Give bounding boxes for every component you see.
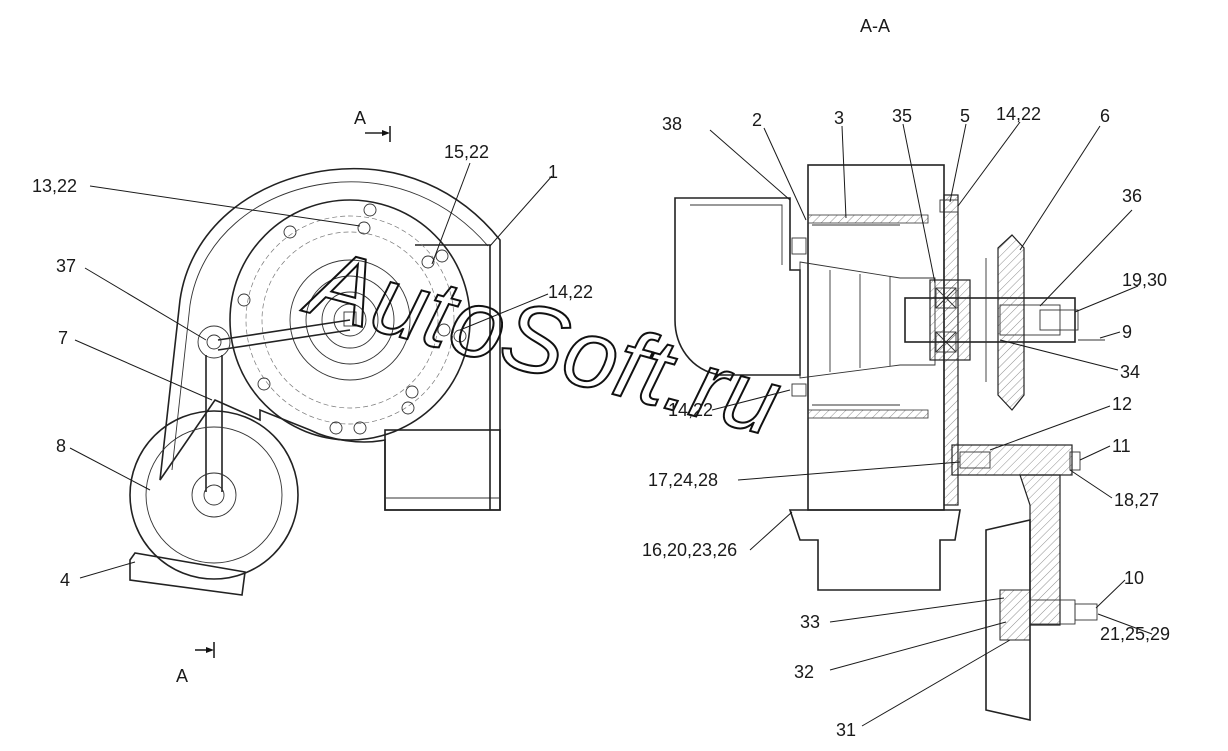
label-38: 38 <box>662 114 682 134</box>
section-title: A-A <box>860 16 890 36</box>
label-2: 2 <box>752 110 762 130</box>
leader-lines <box>69 121 1153 727</box>
label-15-22: 15,22 <box>444 142 489 162</box>
label-37: 37 <box>56 256 76 276</box>
label-32: 32 <box>794 662 814 682</box>
label-7: 7 <box>58 328 68 348</box>
label-17-24-28: 17,24,28 <box>648 470 718 490</box>
section-view <box>674 164 1105 722</box>
label-9: 9 <box>1122 322 1132 342</box>
watermark: AutoSoft.ru <box>295 227 791 456</box>
section-mark-top: A <box>354 108 366 128</box>
label-14-22-top: 14,22 <box>996 104 1041 124</box>
label-16-20-23-26: 16,20,23,26 <box>642 540 737 560</box>
label-6: 6 <box>1100 106 1110 126</box>
label-36: 36 <box>1122 186 1142 206</box>
label-5: 5 <box>960 106 970 126</box>
label-4: 4 <box>60 570 70 590</box>
label-35: 35 <box>892 106 912 126</box>
label-14-22-mid: 14,22 <box>668 400 713 420</box>
label-19-30: 19,30 <box>1122 270 1167 290</box>
label-12: 12 <box>1112 394 1132 414</box>
label-31: 31 <box>836 720 856 740</box>
label-18-27: 18,27 <box>1114 490 1159 510</box>
part-labels: A-A A A 13,22 15,22 1 14,22 37 7 8 4 38 … <box>32 16 1170 740</box>
front-view <box>129 126 501 658</box>
label-3: 3 <box>834 108 844 128</box>
disc-bolts <box>237 203 467 435</box>
label-8: 8 <box>56 436 66 456</box>
label-21-25-29: 21,25,29 <box>1100 624 1170 644</box>
label-1: 1 <box>548 162 558 182</box>
section-mark-bottom: A <box>176 666 188 686</box>
label-13-22: 13,22 <box>32 176 77 196</box>
label-33: 33 <box>800 612 820 632</box>
label-14-22-left: 14,22 <box>548 282 593 302</box>
label-11: 11 <box>1112 436 1131 456</box>
label-10: 10 <box>1124 568 1144 588</box>
label-34: 34 <box>1120 362 1140 382</box>
